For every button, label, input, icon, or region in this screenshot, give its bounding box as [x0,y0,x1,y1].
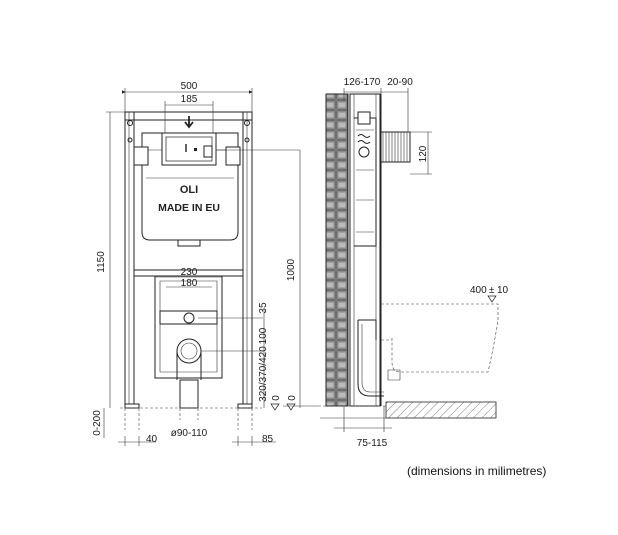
dim-drain-heights: 320/370/420 [258,346,269,402]
svg-text:10: 10 [497,285,509,296]
dim-120: 120 [418,145,429,162]
dim-height-1000: 1000 [286,258,297,281]
dim-35: 35 [258,302,269,314]
made-in-eu-label: MADE IN EU [158,202,220,214]
dim-zero-side: 0 [287,395,298,401]
units-note: (dimensions in milimetres) [407,464,547,478]
dim-0-200: 0-200 [92,410,103,436]
dim-85: 85 [262,434,274,445]
oli-logo: OLI [180,184,198,196]
inlet-bracket [159,310,218,325]
dim-pipe-diameter: ø90-110 [171,428,208,439]
drain-outlet [176,338,202,364]
dim-75-115: 75-115 [357,438,388,449]
floor [385,401,497,419]
frame-right-upright [242,111,253,409]
frame-left-upright [124,111,135,409]
svg-text:400: 400 [470,285,487,296]
dim-185: 185 [181,94,198,105]
wc-bowl-outline [381,303,499,373]
dim-height-1150: 1150 [96,251,107,273]
svg-text:±: ± [489,285,495,296]
dim-40: 40 [146,434,158,445]
dim-zero-front: 0 [271,395,282,401]
side-view: 126-170 20-90 120 400 ± 10 0 75-115 [283,77,509,449]
dim-depth-126-170: 126-170 [344,77,381,88]
dim-width-500: 500 [181,81,198,92]
frame-profile [349,93,381,407]
dim-230: 230 [181,267,198,278]
tiled-wall [325,93,349,407]
dim-bowl-height: 400 ± 10 [470,285,509,296]
cistern [141,132,239,241]
front-view: OLI MADE IN EU 500 [92,81,301,446]
dim-180: 180 [181,278,198,289]
dim-offset-20-90: 20-90 [387,77,413,88]
dim-100: 100 [258,327,269,344]
